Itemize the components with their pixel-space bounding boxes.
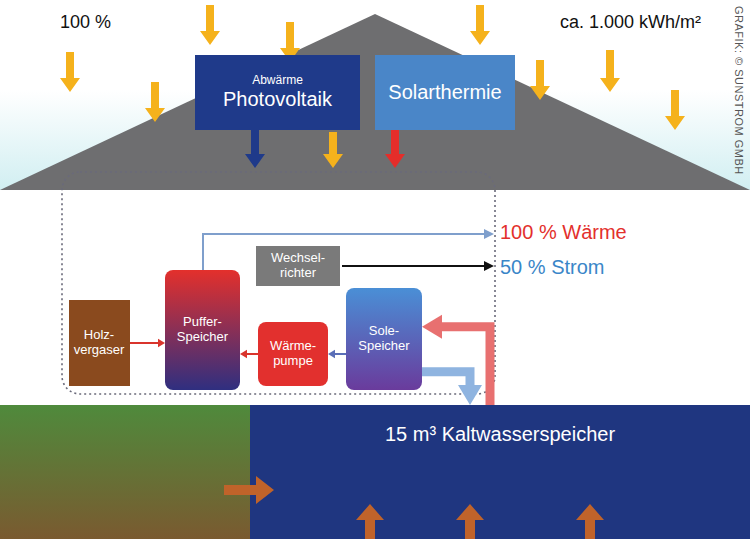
arrow-head bbox=[328, 350, 335, 358]
heat-output-head bbox=[484, 229, 494, 239]
image-credit: GRAFIK: © SUNSTROM GMBH bbox=[732, 6, 745, 175]
power-output-head bbox=[484, 261, 494, 271]
arrow-head bbox=[458, 385, 482, 405]
arrow-head bbox=[240, 350, 247, 358]
brine-tank: Sole- Speicher bbox=[346, 288, 422, 390]
cold-water-band bbox=[250, 405, 750, 539]
flow-arrow bbox=[422, 315, 490, 405]
node-text: Abwärme bbox=[252, 74, 303, 88]
wood-gasifier-box: Holz- vergaser bbox=[69, 300, 130, 386]
heat-output-line bbox=[203, 234, 484, 270]
power-output-line bbox=[342, 265, 484, 267]
flow-arrow bbox=[328, 350, 346, 358]
ground-heat-arrows bbox=[224, 476, 604, 539]
inverter-box: Wechsel- richter bbox=[256, 246, 340, 286]
arrow-line bbox=[246, 353, 258, 355]
node-text: Photovoltaik bbox=[223, 88, 332, 111]
node-text: Sole- Speicher bbox=[358, 324, 409, 354]
flow-arrow bbox=[422, 372, 482, 405]
pv-box: AbwärmePhotovoltaik bbox=[195, 55, 360, 130]
arrow-line bbox=[441, 327, 490, 405]
flow-arrow bbox=[240, 350, 258, 358]
system-boundary bbox=[62, 172, 495, 394]
node-text: Wechsel- richter bbox=[271, 251, 325, 281]
heat-pump-box: Wärme- pumpe bbox=[258, 322, 328, 386]
solar-thermal-box: Solarthermie bbox=[375, 55, 515, 130]
irradiation-value: ca. 1.000 kWh/m² bbox=[560, 12, 701, 33]
arrow-head bbox=[158, 339, 165, 347]
cold-water-tank: 15 m³ Kaltwasserspeicher bbox=[250, 405, 750, 539]
pv-heat-arrow bbox=[245, 130, 265, 168]
node-text: Holz- vergaser bbox=[74, 328, 125, 358]
power-output: 50 % Strom bbox=[500, 256, 604, 279]
arrow-line bbox=[130, 342, 160, 344]
node-text: Wärme- pumpe bbox=[270, 339, 316, 369]
arrow-head bbox=[422, 315, 442, 339]
flow-arrow bbox=[130, 339, 166, 347]
roof bbox=[0, 14, 750, 190]
node-text: 15 m³ Kaltwasserspeicher bbox=[385, 423, 615, 446]
solar-heat-arrow bbox=[385, 130, 405, 168]
arrow-line bbox=[422, 372, 470, 386]
arrow-line bbox=[334, 353, 346, 355]
heat-output: 100 % Wärme bbox=[500, 221, 627, 244]
ground bbox=[0, 405, 250, 539]
irradiation-percent: 100 % bbox=[60, 12, 111, 33]
node-text: Solarthermie bbox=[388, 81, 501, 104]
buffer-tank: Puffer- Speicher bbox=[165, 270, 240, 390]
node-text: Puffer- Speicher bbox=[177, 315, 228, 345]
house-interior bbox=[0, 190, 750, 405]
